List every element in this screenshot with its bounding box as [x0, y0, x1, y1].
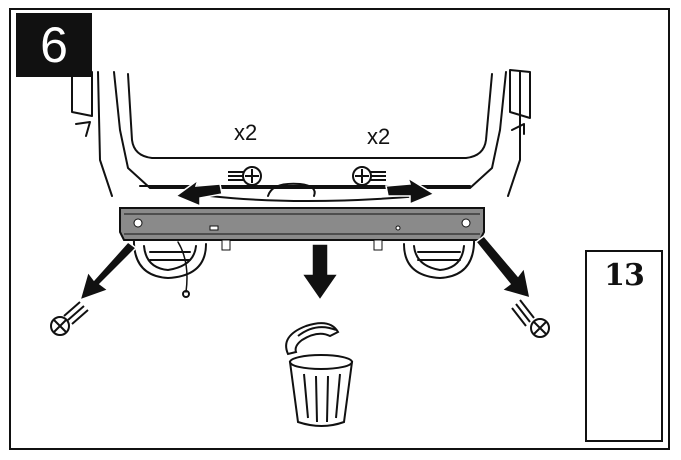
tire-right	[403, 235, 476, 279]
arrow-icon	[78, 234, 531, 302]
tool-panel: 13	[585, 250, 663, 442]
bumper-beam-icon	[119, 207, 485, 251]
vehicle-rear-icon	[71, 69, 531, 202]
arrow-icon	[174, 176, 436, 208]
trash-can-icon	[285, 322, 354, 427]
quantity-label-right: x2	[367, 124, 391, 149]
bolt-icon	[352, 166, 386, 186]
bolt-icon	[511, 299, 550, 338]
tool-size-label: 13	[604, 258, 645, 293]
step-number-badge: 6	[16, 13, 92, 77]
bolt-icon	[50, 301, 89, 336]
bolt-icon	[228, 166, 262, 186]
tire-left	[132, 235, 207, 279]
quantity-label-left: x2	[234, 120, 258, 145]
